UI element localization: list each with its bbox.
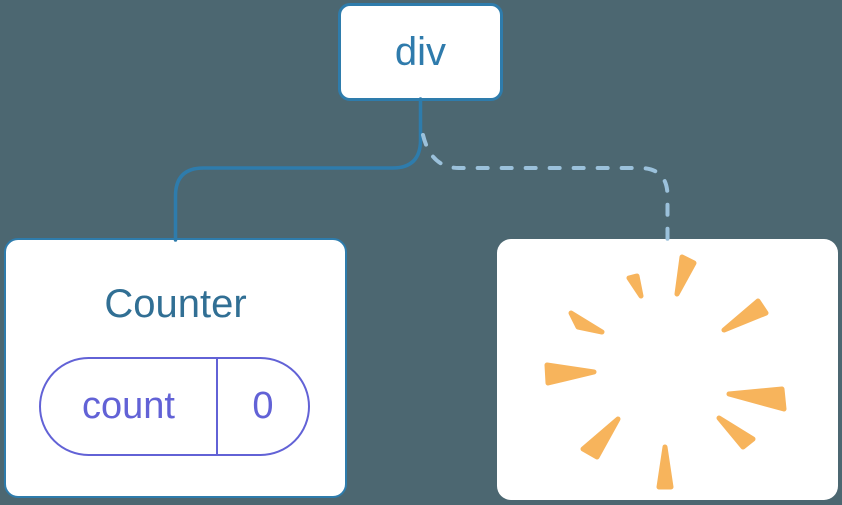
poof-ray: [721, 298, 769, 333]
connector-solid-line: [173, 97, 423, 242]
poof-burst-icon: [544, 254, 787, 490]
poof-ray: [568, 310, 605, 335]
root-node-label: div: [394, 29, 447, 74]
root-node-div: div: [338, 3, 503, 101]
poof-ray: [626, 273, 644, 299]
removed-node: [497, 239, 838, 500]
counter-node-title: Counter: [104, 282, 247, 326]
poof-ray: [544, 362, 597, 386]
poof-ray: [580, 416, 621, 460]
state-pill-key-label: count: [82, 385, 175, 427]
poof-ray: [726, 386, 787, 412]
connector-dashed-line: [421, 133, 670, 245]
poof-ray: [674, 254, 697, 297]
state-pill-value: 0: [252, 385, 274, 427]
state-pill-divider: [216, 359, 218, 454]
counter-node: Counter count 0: [4, 238, 347, 498]
state-pill: count 0: [39, 357, 310, 456]
poof-ray: [656, 444, 674, 490]
poof-ray: [716, 415, 756, 450]
